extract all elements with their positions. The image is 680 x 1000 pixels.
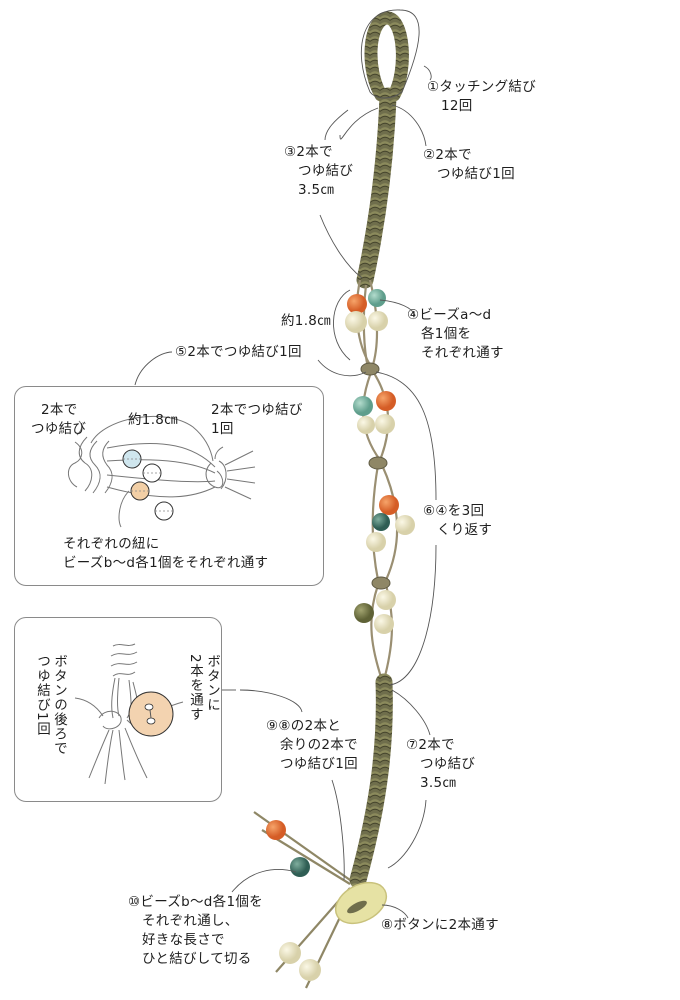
step-2-label: ②2本で つゆ結び1回 — [423, 147, 515, 182]
leader-lines — [134, 9, 437, 919]
button-attach-diagram — [74, 643, 184, 785]
detail-box-bead-threading: 2本で つゆ結び 約1.8㎝ 2本でつゆ結び 1回 それぞれの紐に ビーズb～d… — [14, 386, 324, 586]
tatting-loop — [364, 11, 409, 102]
tail-beads — [266, 820, 321, 981]
step-6-label: ⑥④を3回 くり返す — [423, 502, 493, 540]
behind-button-knot-label: ボタンの後ろで つゆ結び1回 — [34, 654, 67, 756]
thread-button-label: ボタンに 2本を通す — [187, 654, 220, 722]
spacing-label: 約1.8㎝ — [128, 412, 178, 428]
bead-group-1 — [345, 289, 388, 333]
knot-left-label: 2本で つゆ結び — [31, 402, 87, 437]
bottom-braid — [349, 673, 393, 889]
threading-instruction-label: それぞれの紐に ビーズb～d各1個をそれぞれ通す — [63, 536, 269, 571]
bead-group-3 — [366, 495, 415, 552]
dew-knots — [360, 362, 391, 590]
step-8-label: ⑧ボタンに2本通す — [381, 917, 499, 933]
step-4-label: ④ビーズa～d 各1個を それぞれ通す — [407, 307, 504, 361]
button-clasp — [334, 881, 388, 925]
top-braid — [356, 87, 397, 289]
step-7-label: ⑦2本で つゆ結び 3.5㎝ — [406, 737, 476, 791]
bead-group-4 — [354, 590, 396, 634]
step-5-label: ⑤2本でつゆ結び1回 — [175, 344, 302, 360]
step-1-label: ①タッチング結び 12回 — [427, 79, 537, 114]
step-9-label: ⑨⑧の2本と 余りの2本で つゆ結び1回 — [266, 718, 358, 772]
bead-spacing-label: 約1.8㎝ — [281, 313, 331, 329]
knot-right-label: 2本でつゆ結び 1回 — [211, 402, 303, 437]
bead-group-2 — [353, 391, 396, 434]
bead-threading-diagram — [68, 415, 256, 528]
detail-box-button-attach: ボタンの後ろで つゆ結び1回 ボタンに 2本を通す — [14, 617, 222, 802]
step-10-label: ⑩ビーズb～d各1個を それぞれ通し、 好きな長さで ひと結びして切る — [128, 894, 263, 967]
step-3-label: ③2本で つゆ結び 3.5㎝ — [284, 144, 354, 198]
